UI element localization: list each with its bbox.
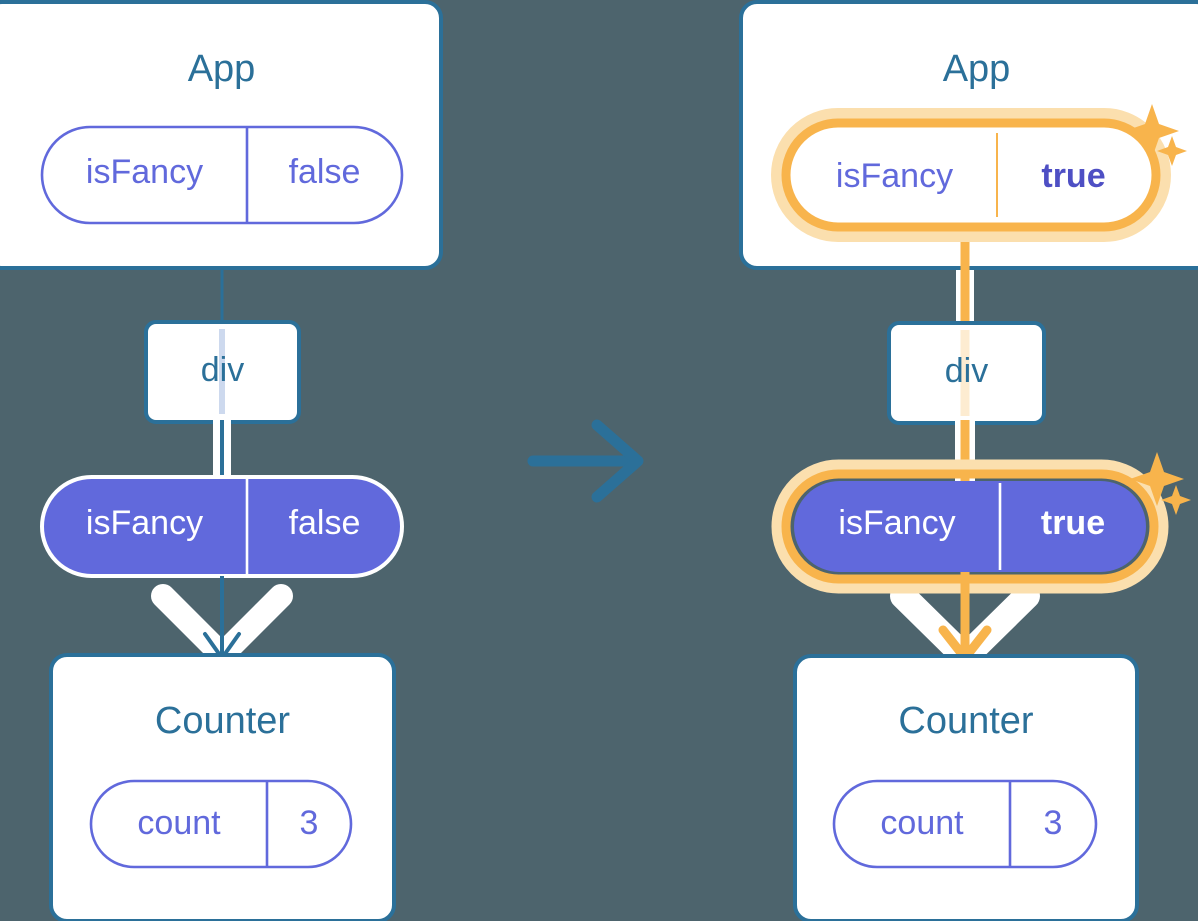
left-counter-title: Counter — [154, 700, 291, 742]
left-counter-pill-key: count — [137, 804, 221, 842]
right-prop-pill-key: isFancy — [838, 504, 956, 542]
left-counter-pill-value: 3 — [299, 804, 319, 842]
right-app-title: App — [942, 48, 1011, 90]
right-counter-pill — [832, 779, 1098, 869]
left-counter-pill — [89, 779, 353, 869]
right-counter-pill-value: 3 — [1043, 804, 1063, 842]
right-app-pill-value: true — [1041, 157, 1106, 195]
left-div-label: div — [200, 351, 245, 389]
left-app-title: App — [187, 48, 256, 90]
transition-arrow-icon — [527, 419, 644, 503]
sparkle-icon-prop — [1130, 452, 1191, 515]
left-app-pill-value: false — [288, 153, 361, 191]
right-prop-pill — [794, 481, 1146, 572]
left-prop-pill-key: isFancy — [85, 504, 204, 542]
right-prop-pill-value: true — [1040, 504, 1106, 542]
right-prop-pill-highlight — [771, 459, 1169, 594]
left-div-box — [144, 320, 301, 424]
left-prop-pill-value: false — [288, 504, 361, 542]
left-app-pill — [40, 125, 404, 225]
right-app-pill-key: isFancy — [835, 157, 954, 195]
right-counter-title: Counter — [898, 700, 1034, 742]
right-div-label: div — [944, 352, 989, 390]
right-app-pill — [792, 129, 1150, 221]
right-counter-pill-key: count — [880, 804, 964, 842]
sparkle-icon-app — [1125, 104, 1187, 166]
left-app-pill-key: isFancy — [85, 153, 204, 191]
